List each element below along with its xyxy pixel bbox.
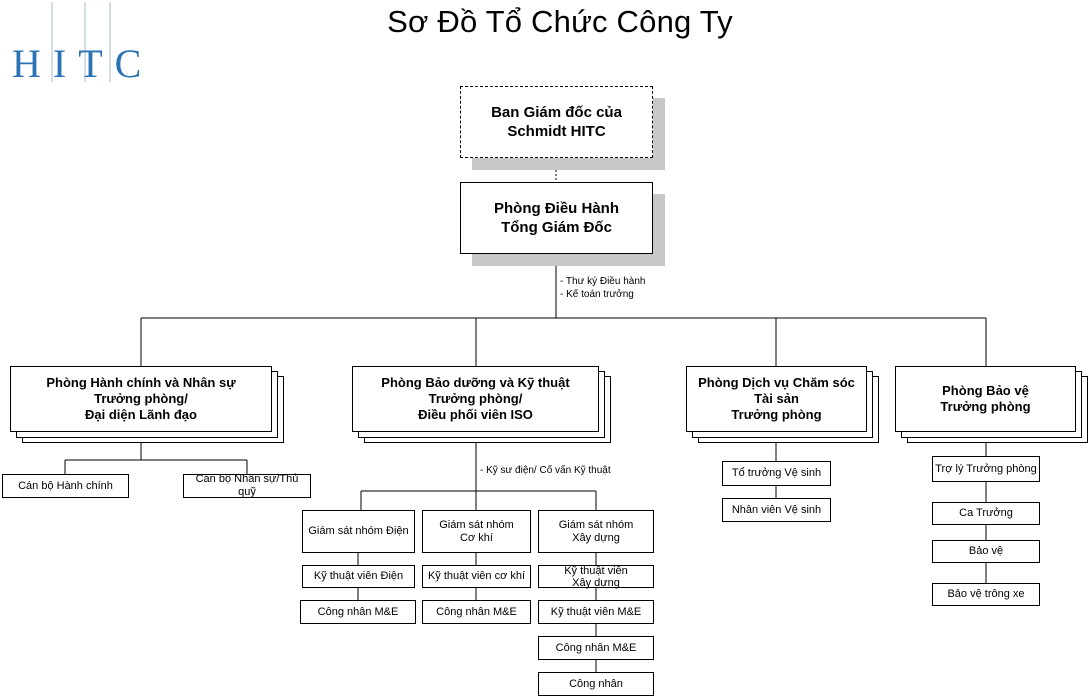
- construction-worker-label: Công nhân: [569, 677, 623, 690]
- security-staff-box: Ca Trưởng: [932, 502, 1040, 525]
- board-box: Ban Giám đốc của Schmidt HITC: [460, 86, 653, 158]
- executive-note: - Thư ký Điều hành - Kế toán trưởng: [560, 276, 646, 300]
- security-staff-label: Trợ lý Trưởng phòng: [935, 462, 1037, 475]
- mechanical-worker-label: Công nhân M&E: [436, 605, 517, 618]
- mechanical-technician-label: Kỹ thuật viên cơ khí: [427, 570, 526, 582]
- admin-staff-label: Cán bộ Nhân sự/Thủ quỹ: [195, 473, 299, 498]
- board-label: Ban Giám đốc của Schmidt HITC: [491, 104, 622, 140]
- property-staff-box: Nhân viên Vệ sinh: [722, 498, 831, 522]
- electrical-supervisor-box: Giám sát nhóm Điện: [302, 510, 415, 553]
- construction-technician-box: Kỹ thuật viên Xây dựng: [538, 564, 654, 589]
- mechanical-supervisor-box: Giám sát nhóm Cơ khí: [422, 510, 531, 553]
- construction-me-technician-label: Kỹ thuật viên M&E: [550, 605, 642, 618]
- property-department-label: Phòng Dịch vụ Chăm sóc Tài sản Trưởng ph…: [698, 375, 855, 422]
- electrical-technician-box: Kỹ thuật viên Điện: [302, 565, 415, 588]
- security-staff-box: Trợ lý Trưởng phòng: [932, 456, 1040, 482]
- property-staff-box: Tổ trưởng Vệ sinh: [722, 461, 831, 486]
- admin-staff-box: Cán bộ Hành chính: [2, 474, 129, 498]
- electrical-technician-label: Kỹ thuật viên Điện: [313, 570, 404, 582]
- electrical-supervisor-label: Giám sát nhóm Điện: [308, 525, 409, 537]
- executive-label: Phòng Điều Hành Tổng Giám Đốc: [494, 200, 619, 236]
- construction-me-worker-box: Công nhân M&E: [538, 636, 654, 660]
- hitc-logo: HITC: [12, 2, 148, 82]
- property-staff-label: Nhân viên Vệ sinh: [731, 503, 822, 516]
- maintenance-note: - Kỹ sư điện/ Cố vấn Kỹ thuật: [480, 465, 611, 476]
- property-staff-label: Tổ trưởng Vệ sinh: [731, 467, 822, 479]
- page-title: Sơ Đồ Tổ Chức Công Ty: [387, 4, 733, 39]
- mechanical-supervisor-label: Giám sát nhóm Cơ khí: [439, 518, 514, 544]
- construction-me-technician-box: Kỹ thuật viên M&E: [538, 600, 654, 624]
- admin-department: Phòng Hành chính và Nhân sự Trưởng phòng…: [10, 366, 272, 432]
- construction-worker-box: Công nhân: [538, 672, 654, 696]
- security-staff-label: Bảo vệ trông xe: [947, 588, 1025, 600]
- property-department: Phòng Dịch vụ Chăm sóc Tài sản Trưởng ph…: [686, 366, 867, 432]
- security-staff-box: Bảo vệ: [932, 540, 1040, 563]
- admin-department-label: Phòng Hành chính và Nhân sự Trưởng phòng…: [46, 375, 236, 422]
- security-department-label: Phòng Bảo vệ Trưởng phòng: [940, 383, 1031, 414]
- security-department: Phòng Bảo vệ Trưởng phòng: [895, 366, 1076, 432]
- security-staff-label: Ca Trưởng: [959, 507, 1013, 519]
- construction-supervisor-box: Giám sát nhóm Xây dựng: [538, 510, 654, 553]
- electrical-worker-box: Công nhân M&E: [300, 600, 416, 624]
- admin-staff-box: Cán bộ Nhân sự/Thủ quỹ: [183, 473, 311, 498]
- admin-staff-label: Cán bộ Hành chính: [18, 479, 113, 492]
- construction-me-worker-label: Công nhân M&E: [555, 641, 637, 654]
- maintenance-department-label: Phòng Bảo dưỡng và Kỹ thuật Trưởng phòng…: [381, 375, 570, 422]
- executive-box: Phòng Điều Hành Tổng Giám Đốc: [460, 182, 653, 254]
- logo-text: HITC: [12, 41, 148, 82]
- mechanical-technician-box: Kỹ thuật viên cơ khí: [422, 565, 531, 588]
- security-staff-box: Bảo vệ trông xe: [932, 583, 1040, 606]
- security-staff-label: Bảo vệ: [968, 545, 1004, 557]
- mechanical-worker-box: Công nhân M&E: [422, 600, 531, 624]
- maintenance-department: Phòng Bảo dưỡng và Kỹ thuật Trưởng phòng…: [352, 366, 599, 432]
- construction-technician-label: Kỹ thuật viên Xây dựng: [564, 564, 628, 589]
- construction-supervisor-label: Giám sát nhóm Xây dựng: [558, 518, 634, 544]
- electrical-worker-label: Công nhân M&E: [317, 605, 399, 618]
